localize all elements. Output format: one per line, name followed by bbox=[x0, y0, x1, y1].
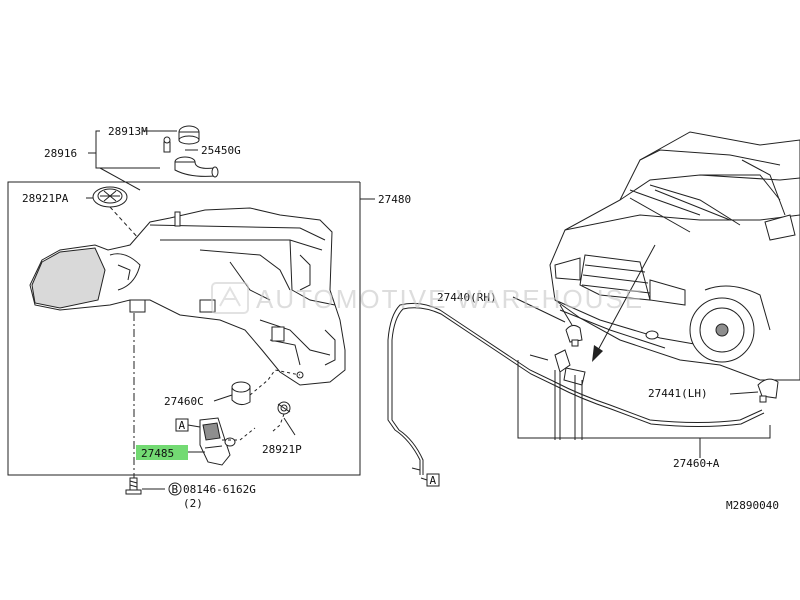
part-label-27460a: 27460+A bbox=[673, 457, 720, 470]
washer-tank bbox=[29, 207, 346, 386]
part-label-28913m: 28913M bbox=[108, 125, 148, 138]
nozzle-27441-lh bbox=[757, 378, 779, 403]
part-label-27485: 27485 bbox=[141, 447, 174, 460]
filler-neck bbox=[174, 156, 219, 178]
part-label-28916: 28916 bbox=[44, 147, 77, 160]
ref-a-label: A bbox=[430, 474, 437, 487]
part-label-27460c: 27460C bbox=[164, 395, 204, 408]
part-label-27441-lh: 27441(LH) bbox=[648, 387, 708, 400]
hose-connectors bbox=[529, 349, 586, 440]
part-label-27440-rh: 27440(RH) bbox=[437, 291, 497, 304]
callout-bracket-27460a bbox=[517, 360, 771, 439]
hose-27460c bbox=[231, 381, 251, 406]
bolt-circle-symbol bbox=[168, 482, 182, 496]
washer-pump-27485 bbox=[199, 417, 236, 466]
watermark-text: AUTOMOTIVE WAREHOUSE bbox=[256, 284, 644, 314]
ref-box-a-left: A bbox=[175, 418, 189, 432]
bolt bbox=[125, 477, 142, 495]
vehicle-front-illustration bbox=[549, 131, 800, 381]
nozzle-27440-rh bbox=[565, 324, 583, 347]
highlight-27485 bbox=[136, 445, 188, 460]
watermark: AUTOMOTIVE WAREHOUSE bbox=[211, 282, 644, 314]
part-label-28921p: 28921P bbox=[262, 443, 302, 456]
bolt-quantity: (2) bbox=[183, 497, 203, 510]
part-label-25450g: 25450G bbox=[201, 144, 241, 157]
diagram-code: M2890040 bbox=[726, 499, 779, 512]
ref-a-label: A bbox=[179, 419, 186, 432]
location-arrow bbox=[592, 244, 656, 362]
part-label-27480: 27480 bbox=[378, 193, 411, 206]
grommet-28921p bbox=[277, 401, 291, 415]
clip-25450g bbox=[163, 136, 171, 153]
part-label-28921pa: 28921PA bbox=[22, 192, 69, 205]
bolt-circle-letter: B bbox=[172, 483, 179, 496]
washer-hose-27460a bbox=[387, 302, 763, 475]
grommet-28921pa bbox=[92, 186, 128, 208]
callout-bracket-28916 bbox=[95, 130, 100, 169]
part-label-bolt: 08146-6162G bbox=[183, 483, 256, 496]
filler-cap bbox=[178, 125, 200, 145]
